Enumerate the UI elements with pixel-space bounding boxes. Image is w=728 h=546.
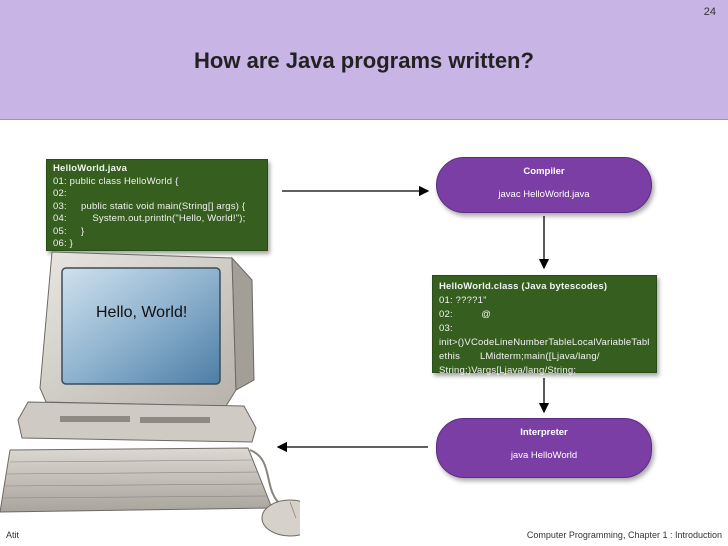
source-filename: HelloWorld.java xyxy=(53,163,128,174)
monitor-screen xyxy=(61,267,221,385)
title-banner: 24 How are Java programs written? xyxy=(0,0,728,120)
interpreter-command: java HelloWorld xyxy=(510,450,578,461)
bytecode-line: ethis LMidterm;main([Ljava/lang/ xyxy=(439,351,600,362)
source-line: 05: } xyxy=(53,225,85,237)
bytecode-line: init>()VCodeLineNumberTableLocalVariable… xyxy=(439,337,650,348)
footer-course: Computer Programming, Chapter 1 : Introd… xyxy=(526,530,722,540)
source-line: 01: public class HelloWorld { xyxy=(53,175,179,187)
bytecode-line: 02: @ xyxy=(439,309,492,320)
interpreter-title: Interpreter xyxy=(520,427,568,438)
monitor-side xyxy=(231,256,255,391)
bytecode-line: 01: ????1" xyxy=(439,295,487,306)
slide-number: 24 xyxy=(703,6,716,18)
source-line: 02: xyxy=(53,188,67,199)
cpu-case xyxy=(17,401,257,443)
slide-title: How are Java programs written? xyxy=(194,48,534,73)
compiler-command: javac HelloWorld.java xyxy=(498,189,590,200)
compiler-node: Compiler javac HelloWorld.java xyxy=(436,157,652,213)
mouse xyxy=(261,499,300,537)
source-line: 04: System.out.println("Hello, World!"); xyxy=(53,213,246,224)
source-line: 06: } xyxy=(53,238,74,249)
drive-slot xyxy=(140,417,210,423)
bytecode-box: HelloWorld.class (Java bytescodes) 01: ?… xyxy=(432,275,657,376)
footer-author: Atit xyxy=(6,530,20,540)
source-line: 03: public static void main(String[] arg… xyxy=(53,200,246,212)
compiler-title: Compiler xyxy=(523,166,565,177)
bytecode-line: 03: xyxy=(439,323,453,334)
mouse-cable xyxy=(249,449,283,507)
drive-slot xyxy=(60,416,130,422)
screen-output: Hello, World! xyxy=(96,304,188,321)
computer-illustration xyxy=(0,251,300,537)
bytecode-line: String;)Vargs[Ljava/lang/String; xyxy=(439,365,577,376)
bytecode-filename: HelloWorld.class (Java bytescodes) xyxy=(439,281,608,292)
keyboard xyxy=(0,447,273,513)
interpreter-node: Interpreter java HelloWorld xyxy=(436,418,652,478)
source-code-box: HelloWorld.java 01: public class HelloWo… xyxy=(46,159,268,251)
